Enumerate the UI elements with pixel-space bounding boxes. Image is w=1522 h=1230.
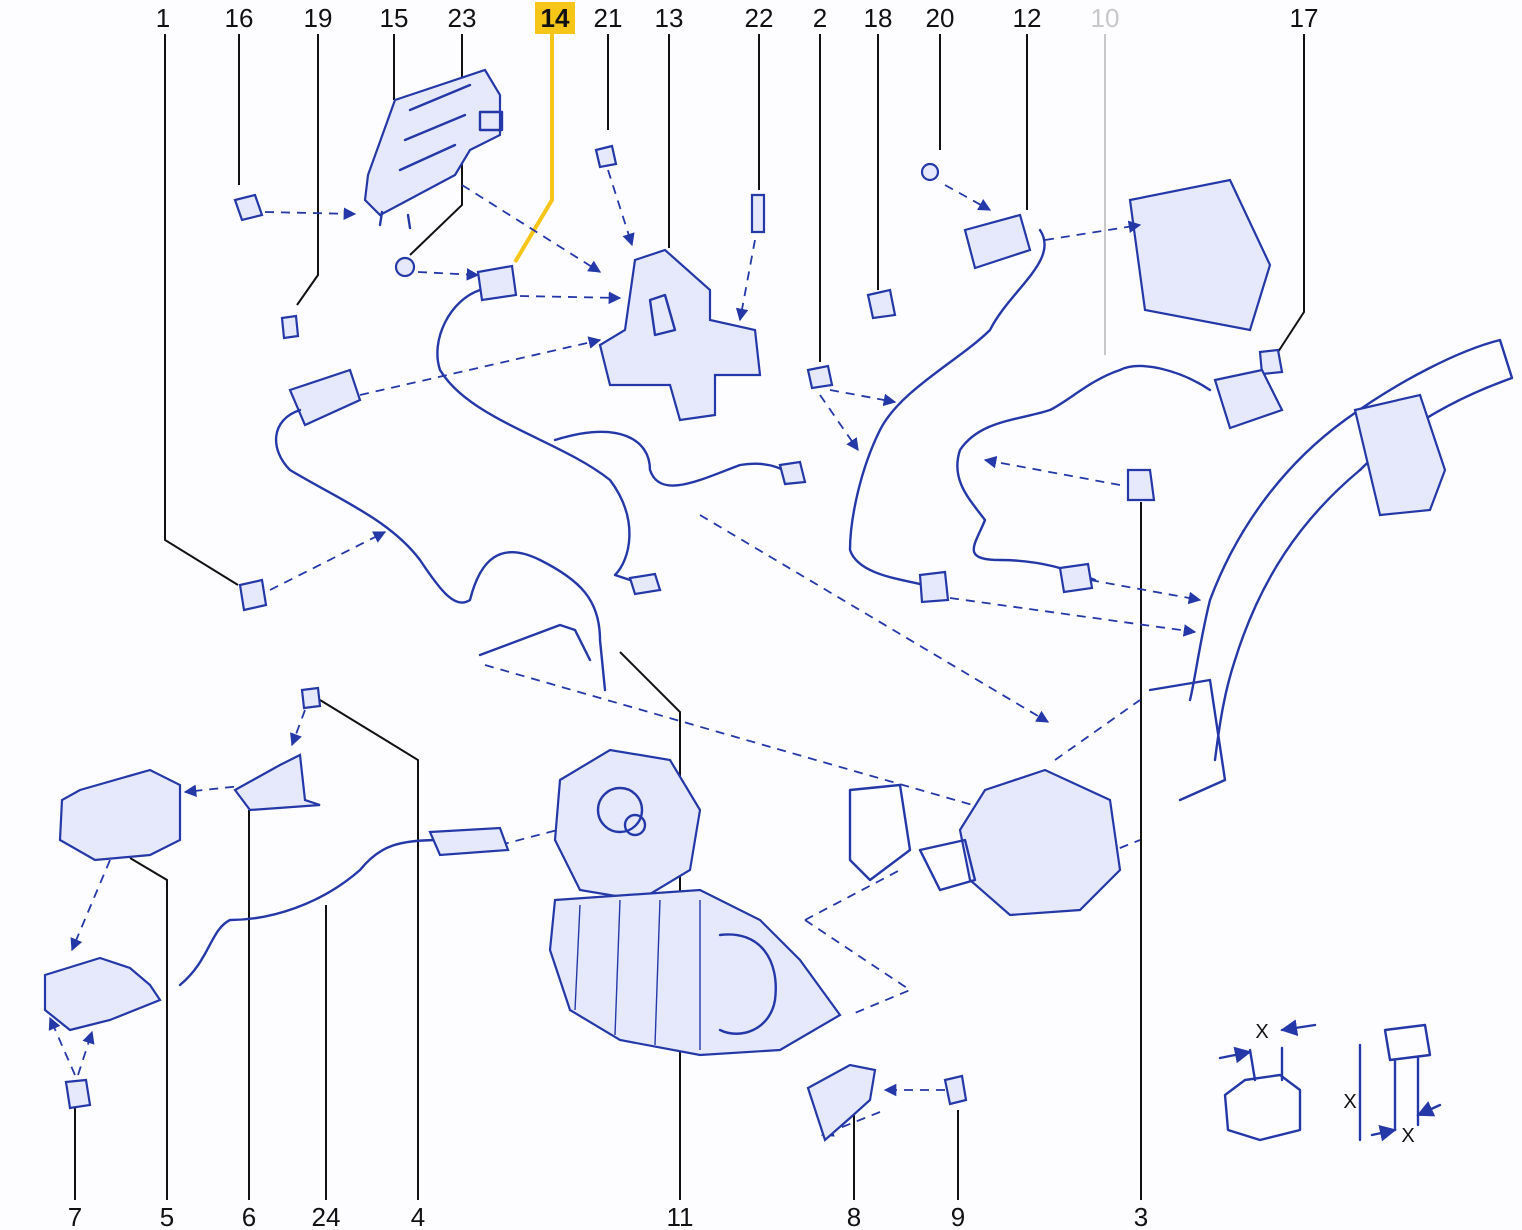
label-15: 15 [380,3,409,33]
label-5: 5 [160,1202,174,1230]
label-7: 7 [68,1202,82,1230]
label-20: 20 [926,3,955,33]
label-4: 4 [411,1202,425,1230]
ecu-module [363,68,504,230]
label-16: 16 [225,3,254,33]
highlight-box-14 [535,2,575,34]
label-6: 6 [242,1202,256,1230]
label-8: 8 [847,1202,861,1230]
label-23: 23 [448,3,477,33]
turbo-dpf-assembly [548,748,842,1057]
sensor-modules [288,178,1284,430]
label-18: 18 [864,3,893,33]
label-14: 14 [541,3,570,33]
label-10: 10 [1091,3,1120,33]
dimension-x-nut: X [1255,1021,1268,1043]
dimension-illustration: X X X [1218,1019,1442,1147]
dimension-x-bolt-dia: X [1401,1125,1414,1147]
exhaust-pipe [1148,338,1514,802]
label-9: 9 [951,1202,965,1230]
lower-brackets [43,460,1094,1142]
label-21: 21 [594,3,623,33]
label-3: 3 [1134,1202,1148,1230]
label-17: 17 [1290,3,1319,33]
label-13: 13 [655,3,684,33]
label-22: 22 [745,3,774,33]
leader-lines [74,34,1305,1200]
mounting-bracket [598,248,762,422]
fasteners [64,144,1284,1110]
label-1: 1 [156,3,170,33]
harness-cables [178,228,1212,987]
label-2: 2 [813,3,827,33]
label-19: 19 [304,3,333,33]
catalytic-converter [848,768,1122,917]
assembly-lines [48,169,1202,1137]
dimension-x-bolt-length: X [1343,1091,1356,1113]
leader-14-highlight [513,34,554,264]
label-12: 12 [1013,3,1042,33]
label-11: 11 [667,1202,694,1230]
label-24: 24 [312,1202,341,1230]
